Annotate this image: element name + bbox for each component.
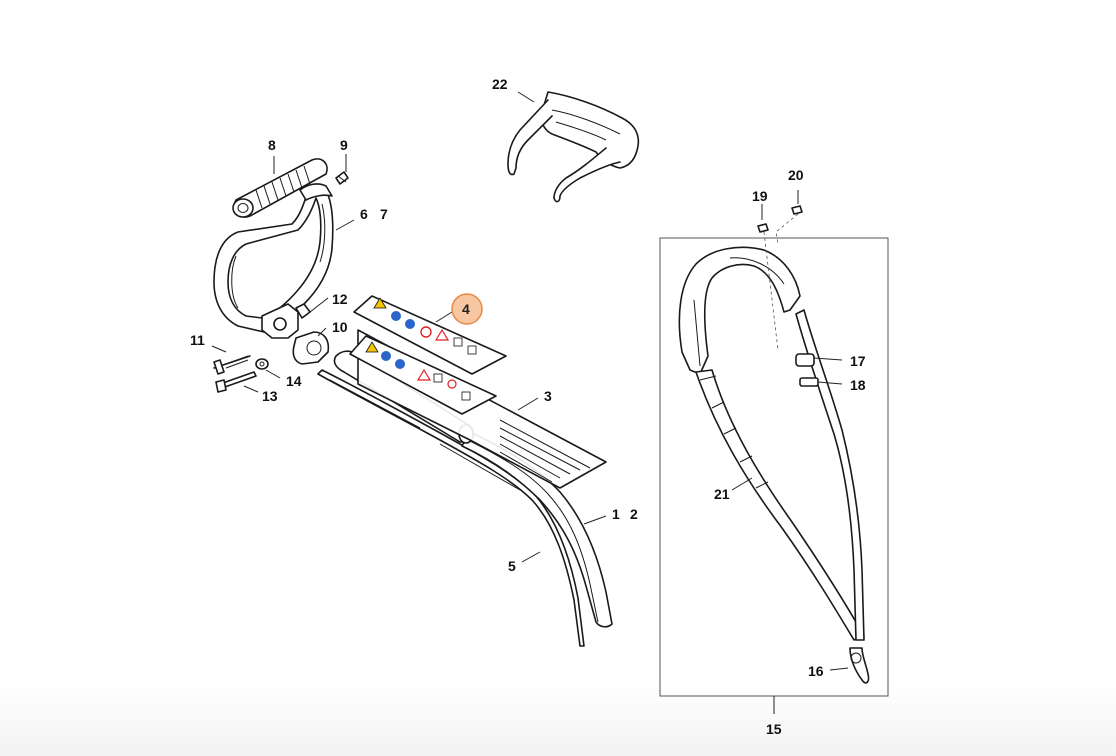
flying-debris-icon <box>434 328 450 341</box>
handle-grip[interactable] <box>232 158 328 218</box>
screw-9[interactable] <box>335 171 349 185</box>
label-18: 18 <box>850 377 866 393</box>
label-2: 2 <box>630 506 638 522</box>
label-15: 15 <box>766 721 782 737</box>
bolt-13[interactable] <box>215 371 257 393</box>
leader-lines <box>211 91 849 714</box>
hazard-zone-icon <box>467 345 477 355</box>
warning-label-4[interactable] <box>349 295 507 415</box>
loop-handle[interactable] <box>213 183 334 333</box>
bolt-11[interactable] <box>213 355 251 375</box>
eye-ear-protection-icon <box>405 319 415 329</box>
label-4: 4 <box>462 301 470 317</box>
label-19: 19 <box>752 188 768 204</box>
safety-glasses[interactable] <box>507 91 640 203</box>
part-labels: 22 8 9 6 7 12 10 11 14 13 4 3 1 2 5 19 2… <box>190 76 866 737</box>
clamp-10[interactable] <box>292 331 330 365</box>
label-6: 6 <box>360 206 368 222</box>
dashed-guide <box>763 213 799 351</box>
label-21: 21 <box>714 486 730 502</box>
label-8: 8 <box>268 137 276 153</box>
label-16: 16 <box>808 663 824 679</box>
label-7: 7 <box>380 206 388 222</box>
screw-19[interactable] <box>757 223 769 233</box>
label-12: 12 <box>332 291 348 307</box>
drive-shaft[interactable] <box>317 369 585 647</box>
shoulder-harness[interactable] <box>678 246 801 375</box>
buckle-17[interactable] <box>795 353 815 367</box>
read-manual-icon <box>391 311 401 321</box>
snap-hook[interactable] <box>849 647 870 684</box>
label-20: 20 <box>788 167 804 183</box>
adjuster-18[interactable] <box>799 377 819 387</box>
boots-icon <box>453 337 463 347</box>
callout-4-highlight[interactable]: 4 <box>451 293 483 325</box>
warning-icon <box>373 297 387 309</box>
label-10: 10 <box>332 319 348 335</box>
washer-14[interactable] <box>255 358 269 370</box>
strap-21[interactable] <box>695 309 865 641</box>
background-floor <box>0 680 1116 756</box>
label-17: 17 <box>850 353 866 369</box>
label-5: 5 <box>508 558 516 574</box>
handle-clamp[interactable] <box>261 303 311 339</box>
label-13: 13 <box>262 388 278 404</box>
label-11: 11 <box>190 332 205 348</box>
label-22: 22 <box>492 76 508 92</box>
no-bystanders-icon <box>420 326 432 338</box>
label-9: 9 <box>340 137 348 153</box>
screw-20[interactable] <box>791 205 803 215</box>
label-3: 3 <box>544 388 552 404</box>
label-1: 1 <box>612 506 620 522</box>
label-14: 14 <box>286 373 302 389</box>
